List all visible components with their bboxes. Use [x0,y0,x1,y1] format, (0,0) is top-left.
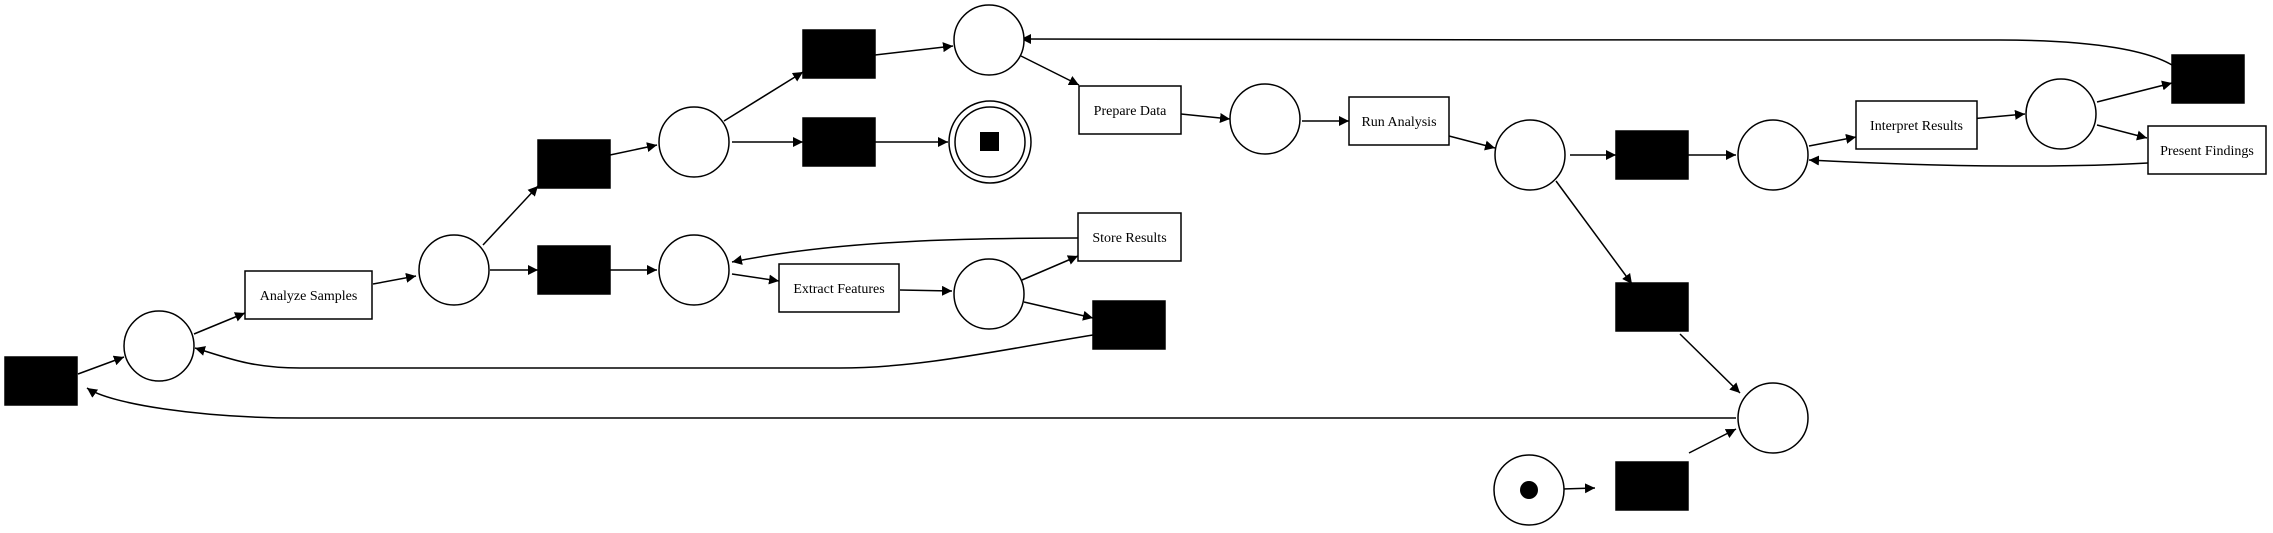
token-marker [1520,481,1538,499]
silent-transition[interactable] [537,245,611,295]
arc [1020,55,1080,86]
silent-transition[interactable] [802,117,876,167]
arc [2096,124,2148,141]
arc [874,42,954,56]
silent-transition[interactable] [1092,300,1166,350]
transition-label: Run Analysis [1361,115,1436,130]
transition-interpret-results[interactable]: Interpret Results [1855,100,1978,150]
place[interactable] [1737,119,1809,191]
place[interactable] [953,4,1025,76]
place[interactable] [2025,78,2097,150]
transition-label: Store Results [1092,231,1166,246]
transition-store-results[interactable]: Store Results [1077,212,1182,262]
places [123,4,2097,526]
place[interactable] [658,106,730,178]
transition-label: Prepare Data [1094,104,1167,119]
silent-transitions [4,29,2245,511]
transition-label: Analyze Samples [260,289,358,304]
place[interactable] [1494,119,1566,191]
arc [1020,34,2173,66]
transition-extract-features[interactable]: Extract Features [778,263,900,313]
arc [1180,113,1231,123]
arcs [77,34,2173,494]
arc [194,334,1094,369]
transition-run-analysis[interactable]: Run Analysis [1348,96,1450,146]
arc [193,312,246,335]
place[interactable] [658,234,730,306]
arc [86,387,1736,419]
arc [1808,155,2149,167]
silent-transition[interactable] [2171,54,2245,104]
labelled-transitions: Analyze Samples Extract Features Store R… [244,85,2267,320]
silent-transition[interactable] [1615,130,1689,180]
arc [731,273,780,285]
arc [1688,428,1737,454]
arc [1555,180,1633,285]
arc [1808,133,1857,147]
transition-label: Extract Features [793,282,884,297]
transition-label: Interpret Results [1870,119,1963,134]
final-marker [980,132,999,151]
place[interactable] [953,258,1025,330]
transition-present-findings[interactable]: Present Findings [2147,125,2267,175]
place[interactable] [123,310,195,382]
arc [609,142,658,156]
arc [2096,80,2173,103]
place[interactable] [418,234,490,306]
place[interactable] [1737,382,1809,454]
transition-label: Present Findings [2160,144,2254,159]
arc [482,185,539,246]
silent-transition[interactable] [1615,461,1689,511]
arc [77,355,125,375]
transition-analyze-samples[interactable]: Analyze Samples [244,270,373,320]
arc [1679,333,1741,394]
arc [372,272,417,285]
arc [899,285,953,296]
silent-transition[interactable] [1615,282,1689,332]
arc [1448,135,1496,151]
arc [731,237,1079,265]
arc [723,71,804,122]
transition-prepare-data[interactable]: Prepare Data [1078,85,1182,135]
arc [1021,255,1079,281]
place[interactable] [1229,83,1301,155]
silent-transition[interactable] [537,139,611,189]
arc [1023,301,1094,321]
silent-transition[interactable] [4,356,78,406]
silent-transition[interactable] [802,29,876,79]
